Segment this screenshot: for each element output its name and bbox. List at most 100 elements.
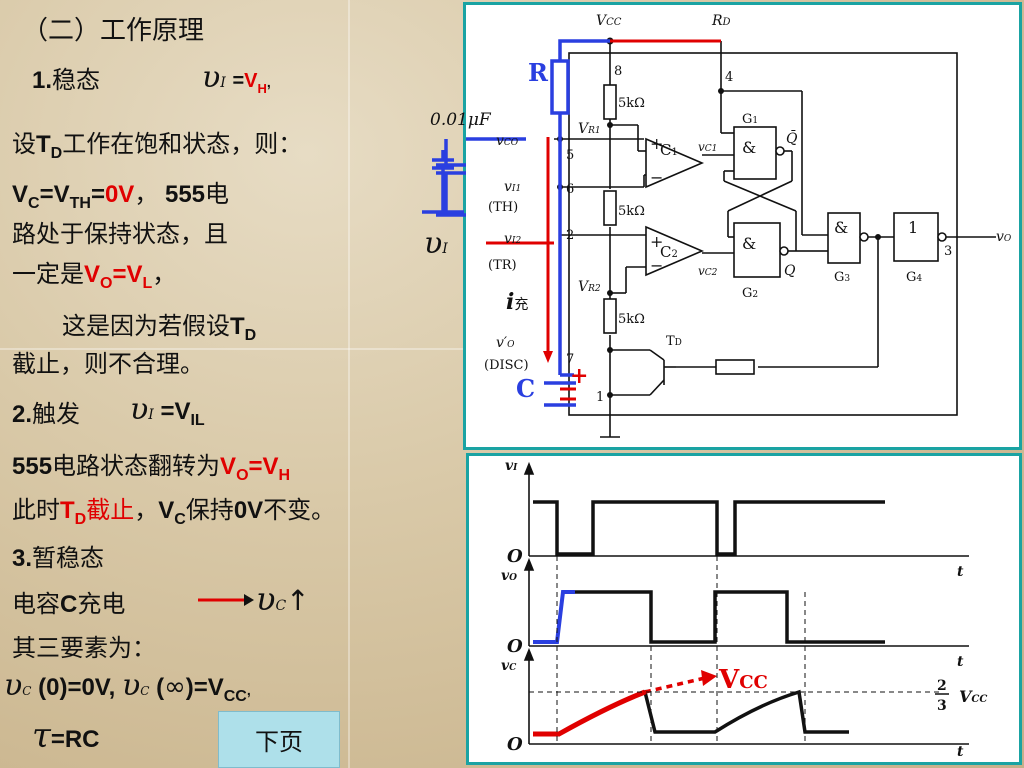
gate-g2 <box>733 222 781 278</box>
blue-highlight <box>436 39 610 407</box>
circuit-diagram: VCC RD 8 4 5 6 2 7 1 3 5kΩ 5kΩ 5kΩ VR1 V… <box>430 13 1012 438</box>
gate-g1 <box>733 126 777 180</box>
svg-text:vC: vC <box>501 658 517 674</box>
svg-text:t: t <box>957 654 964 670</box>
svg-text:G2: G2 <box>742 286 758 301</box>
flip-line: 555电路状态翻转为VO=VH <box>12 452 291 484</box>
vc-asymptote-dash <box>644 676 706 694</box>
svg-text:C1: C1 <box>660 141 678 159</box>
svg-text:&: & <box>834 218 848 237</box>
gate-g3 <box>827 212 861 264</box>
vc-eq-line: VC=VTH=0V， 555电 <box>12 180 230 212</box>
vc-waveform <box>533 689 849 736</box>
external-capacitor <box>422 150 464 214</box>
three-elements-line: 其三要素为： <box>12 634 156 662</box>
vc-asymptote-arrow-icon <box>701 670 717 686</box>
vc-rise: υC↑ <box>256 580 310 618</box>
temp-stable-title: 3.暂稳态 <box>12 544 105 572</box>
svg-text:VR1: VR1 <box>578 121 601 137</box>
resistor-r1 <box>603 84 617 120</box>
wave-axes <box>523 461 969 745</box>
svg-text:(TH): (TH) <box>488 200 518 215</box>
svg-text:+: + <box>650 134 663 153</box>
comparator-c2 <box>645 225 705 277</box>
section-heading: （二）工作原理 <box>22 16 205 46</box>
bg-tile-divider <box>348 0 350 768</box>
c-label: C <box>516 374 535 403</box>
charging-line: 电容C充电 <box>12 590 126 618</box>
cap-value-label: 0.01μF <box>430 110 492 130</box>
vi-input-label: υI <box>424 226 448 261</box>
svg-text:O: O <box>507 546 523 567</box>
circuit-labels: VCC RD 8 4 5 6 2 7 1 3 5kΩ 5kΩ 5kΩ VR1 V… <box>484 13 1012 405</box>
svg-text:vO: vO <box>501 568 517 584</box>
gate-g4-bubble <box>937 232 947 242</box>
resistor-r2 <box>603 190 617 226</box>
vc-charge-highlight <box>533 689 646 737</box>
svg-text:vI1: vI1 <box>504 179 521 195</box>
current-arrow-icon <box>543 351 553 363</box>
vi-low-eq: υI =VIL <box>130 392 205 429</box>
resistor-r3 <box>603 298 617 334</box>
bg-tile-divider <box>0 348 463 350</box>
vo-waveform <box>573 590 885 644</box>
gate-g1-bubble <box>775 146 785 156</box>
svg-text:5kΩ: 5kΩ <box>618 312 645 327</box>
svg-text:G1: G1 <box>742 112 758 127</box>
svg-text:2: 2 <box>937 678 947 694</box>
svg-text:&: & <box>742 138 756 157</box>
svg-text:Q: Q <box>784 263 796 279</box>
gate-g4 <box>893 212 939 262</box>
svg-text:5kΩ: 5kΩ <box>618 204 645 219</box>
svg-text:1: 1 <box>596 390 604 405</box>
unreasonable-line: 截止，则不合理。 <box>12 350 204 378</box>
svg-text:+: + <box>650 232 663 251</box>
svg-text:vI: vI <box>505 458 518 474</box>
vo-low-line: 一定是VO=VL， <box>12 260 177 292</box>
svg-text:t: t <box>957 564 964 580</box>
svg-text:5kΩ: 5kΩ <box>618 96 645 111</box>
circuit-diagram-panel: VCC RD 8 4 5 6 2 7 1 3 5kΩ 5kΩ 5kΩ VR1 V… <box>430 2 1022 450</box>
vi-high-eq: υI =VH, <box>202 60 271 96</box>
svg-text:−: − <box>650 256 663 275</box>
svg-text:VCC: VCC <box>959 687 987 706</box>
svg-text:vI2: vI2 <box>504 231 521 247</box>
svg-text:C2: C2 <box>660 243 678 261</box>
svg-text:i充: i充 <box>506 289 528 315</box>
svg-text:(DISC): (DISC) <box>484 358 529 373</box>
hold-state-line: 路处于保持状态，且 <box>12 220 228 248</box>
svg-text:O: O <box>507 734 523 755</box>
svg-text:7: 7 <box>566 352 574 367</box>
tau-line: τ=RC <box>32 716 100 756</box>
svg-text:vC2: vC2 <box>698 264 718 278</box>
red-highlight <box>486 39 721 401</box>
svg-text:3: 3 <box>937 698 947 714</box>
base-resistor <box>715 359 755 375</box>
svg-text:3: 3 <box>944 244 952 259</box>
svg-text:8: 8 <box>614 64 622 79</box>
initial-final-line: υC (0)=0V, υC (∞)=VCC, <box>4 668 251 705</box>
vcc-red-label: VCC <box>718 665 768 695</box>
svg-text:vO: vO <box>996 229 1012 245</box>
svg-text:(TR): (TR) <box>488 258 517 273</box>
saturation-line: 设TD工作在饱和状态，则： <box>12 130 303 162</box>
svg-text:vCO: vCO <box>496 133 519 149</box>
svg-text:−: − <box>650 168 663 187</box>
svg-text:t: t <box>957 744 964 760</box>
svg-text:1: 1 <box>908 218 918 237</box>
time-guides <box>529 502 939 744</box>
gate-g2-bubble <box>779 246 789 256</box>
svg-text:6: 6 <box>566 182 574 197</box>
next-page-button[interactable]: 下页 <box>218 711 340 768</box>
stable-state-title: 1.稳态 <box>32 66 101 94</box>
td-off-line: 此时TD截止，VC保持0V不变。 <box>12 496 336 528</box>
svg-text:Q̄: Q̄ <box>786 129 798 147</box>
right-arrow-icon <box>198 594 254 606</box>
svg-text:G4: G4 <box>906 270 922 285</box>
svg-text:O: O <box>507 636 523 657</box>
vo-rise-highlight <box>533 590 575 644</box>
resistor-r-highlight <box>550 59 570 115</box>
vi-waveform <box>533 500 885 556</box>
svg-text:4: 4 <box>725 70 733 85</box>
svg-text:VR2: VR2 <box>578 279 601 295</box>
